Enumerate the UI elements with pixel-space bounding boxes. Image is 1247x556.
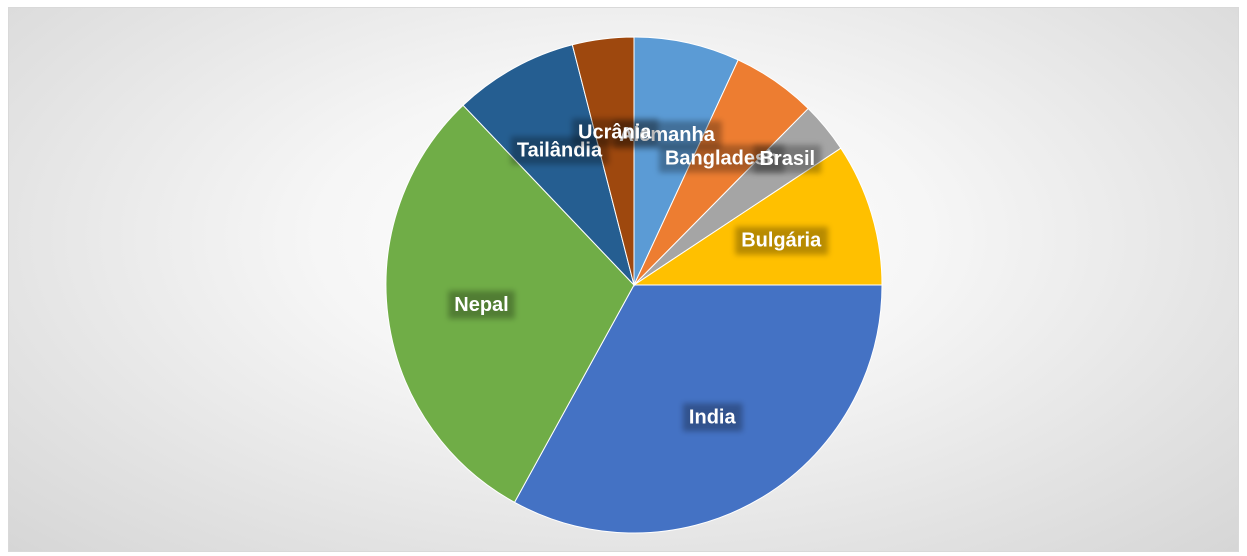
pie-chart: AlemanhaBangladeshBrasilBulgáriaIndiaNep… <box>385 36 883 534</box>
pie-label-text: Ucrânia <box>578 121 652 143</box>
pie-label-india: India <box>682 403 743 432</box>
pie-label-shadow <box>682 403 743 432</box>
pie-label-nepal: Nepal <box>448 290 515 319</box>
pie-label-shadow <box>735 226 829 255</box>
pie-label-shadow <box>572 118 659 147</box>
pie-label-text: India <box>689 406 737 428</box>
pie-label-text: Bulgária <box>741 230 822 252</box>
pie-label-shadow <box>753 145 822 174</box>
pie-label-shadow <box>448 290 515 319</box>
pie-label-bulgaria: Bulgária <box>735 226 829 255</box>
pie-label-text: Nepal <box>454 294 508 316</box>
pie-label-ucrania: Ucrânia <box>572 118 659 147</box>
pie-label-text: Bangladesh <box>665 148 778 170</box>
pie-labels: AlemanhaBangladeshBrasilBulgáriaIndiaNep… <box>448 118 829 432</box>
pie-slices <box>385 36 883 534</box>
pie-label-brasil: Brasil <box>753 145 822 174</box>
pie-label-text: Brasil <box>759 148 815 170</box>
pie-slice-tailandia <box>462 44 635 287</box>
